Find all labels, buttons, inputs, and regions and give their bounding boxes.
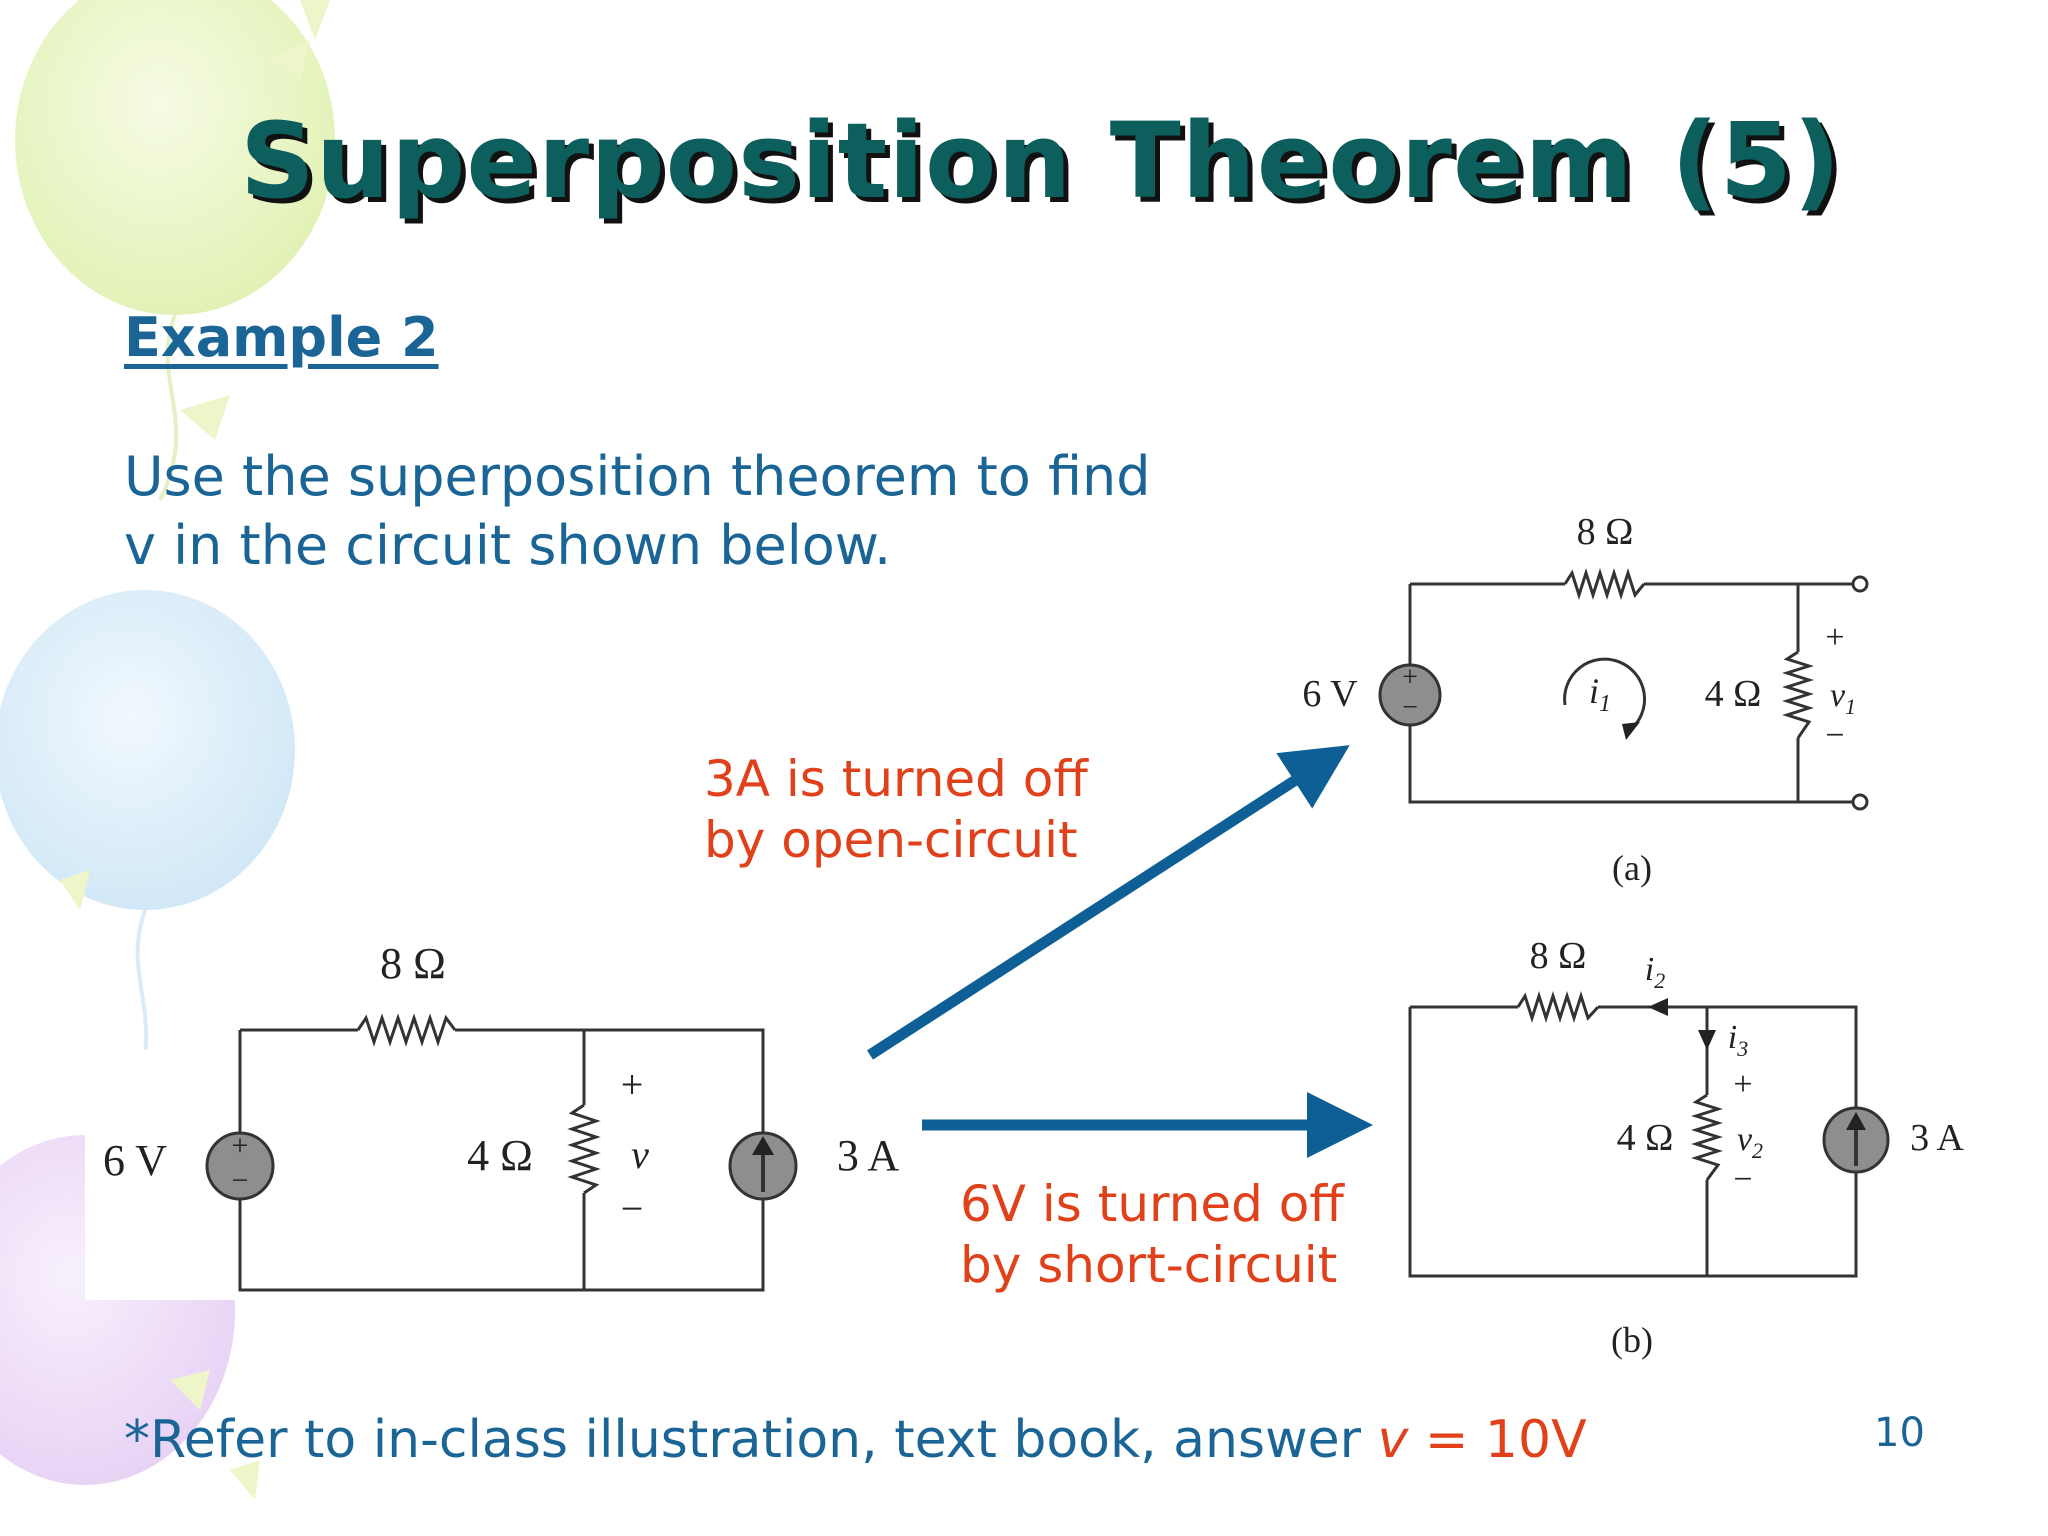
b-v-label: v xyxy=(1737,1121,1753,1158)
a-plus-label: + xyxy=(1825,619,1844,656)
voltage-source-6v xyxy=(205,1131,275,1201)
b-i2-sub: 2 xyxy=(1654,968,1665,993)
green-balloon xyxy=(15,0,335,315)
note-open-circuit-line-1: 3A is turned off xyxy=(704,750,1088,808)
a-v-label: v xyxy=(1830,677,1846,714)
svg-text:i3: i3 xyxy=(1728,1019,1748,1061)
svg-text:−: − xyxy=(1402,692,1418,723)
a-r-right-label: 4 Ω xyxy=(1705,673,1762,715)
main-circuit xyxy=(205,1013,798,1292)
i2-direction-arrow xyxy=(1648,998,1668,1016)
resistor-4ohm xyxy=(567,1103,601,1195)
main-plus-label: + xyxy=(621,1062,644,1107)
answer-variable: v xyxy=(1377,1410,1409,1470)
resistor-8ohm xyxy=(1563,568,1646,600)
b-i2-label: i xyxy=(1645,951,1654,988)
a-current-sub: 1 xyxy=(1599,691,1611,717)
i3-direction-arrow xyxy=(1698,1030,1716,1050)
b-i3-label: i xyxy=(1728,1019,1737,1056)
footer-note: *Refer to in-class illustration, text bo… xyxy=(124,1410,1587,1470)
page-number: 10 xyxy=(1874,1410,1925,1456)
a-r-top-label: 8 Ω xyxy=(1577,511,1634,553)
voltage-source-6v xyxy=(1378,663,1442,727)
resistor-8ohm xyxy=(1516,991,1600,1023)
resistor-8ohm xyxy=(356,1013,457,1047)
svg-text:v2: v2 xyxy=(1737,1121,1763,1163)
main-vsrc-label: 6 V xyxy=(103,1136,167,1185)
note-short-circuit-line-1: 6V is turned off xyxy=(960,1175,1344,1233)
a-minus-label: − xyxy=(1825,717,1844,754)
b-caption: (b) xyxy=(1611,1320,1653,1360)
example-heading: Example 2 xyxy=(124,306,439,369)
voltage-source-plus: + xyxy=(232,1129,249,1162)
main-r-top-label: 8 Ω xyxy=(380,939,446,988)
main-r-mid-label: 4 Ω xyxy=(467,1131,533,1180)
footer-text: *Refer to in-class illustration, text bo… xyxy=(124,1410,1378,1470)
circuit-b xyxy=(1408,991,1890,1278)
b-isrc-label: 3 A xyxy=(1910,1117,1964,1159)
a-current-label: i xyxy=(1589,671,1599,711)
b-r-mid-label: 4 Ω xyxy=(1617,1117,1674,1159)
svg-text:v1: v1 xyxy=(1830,677,1856,719)
circuit-a xyxy=(1378,568,1869,811)
slide-title: Superposition Theorem (5) xyxy=(240,100,1842,222)
main-isrc-label: 3 A xyxy=(837,1131,900,1180)
mesh-current-arrow xyxy=(1563,657,1647,732)
resistor-4ohm xyxy=(1782,650,1814,739)
arrow-to-circuit-a xyxy=(867,745,1350,1060)
b-v-sub: 2 xyxy=(1752,1138,1763,1163)
resistor-4ohm xyxy=(1691,1093,1723,1181)
svg-text:i1: i1 xyxy=(1589,671,1611,717)
answer: v = 10V xyxy=(1378,1410,1587,1470)
a-vsrc-label: 6 V xyxy=(1302,673,1358,715)
b-i3-sub: 3 xyxy=(1736,1036,1748,1061)
answer-value: = 10V xyxy=(1408,1410,1587,1470)
svg-text:i2: i2 xyxy=(1645,951,1665,993)
b-minus-label: − xyxy=(1733,1161,1752,1198)
a-v-sub: 1 xyxy=(1845,694,1856,719)
svg-text:+: + xyxy=(1402,662,1418,693)
main-minus-label: − xyxy=(621,1186,644,1231)
problem-text-line-1: Use the superposition theorem to find xyxy=(124,445,1151,508)
note-short-circuit-line-2: by short-circuit xyxy=(960,1236,1338,1294)
problem-text-line-2: v in the circuit shown below. xyxy=(124,514,892,577)
a-caption: (a) xyxy=(1612,848,1652,888)
b-plus-label: + xyxy=(1733,1066,1752,1103)
b-r-top-label: 8 Ω xyxy=(1530,935,1587,977)
blue-balloon xyxy=(0,590,295,910)
main-v-label: v xyxy=(631,1132,649,1177)
note-open-circuit-line-2: by open-circuit xyxy=(704,811,1078,869)
voltage-source-minus: − xyxy=(232,1164,249,1197)
